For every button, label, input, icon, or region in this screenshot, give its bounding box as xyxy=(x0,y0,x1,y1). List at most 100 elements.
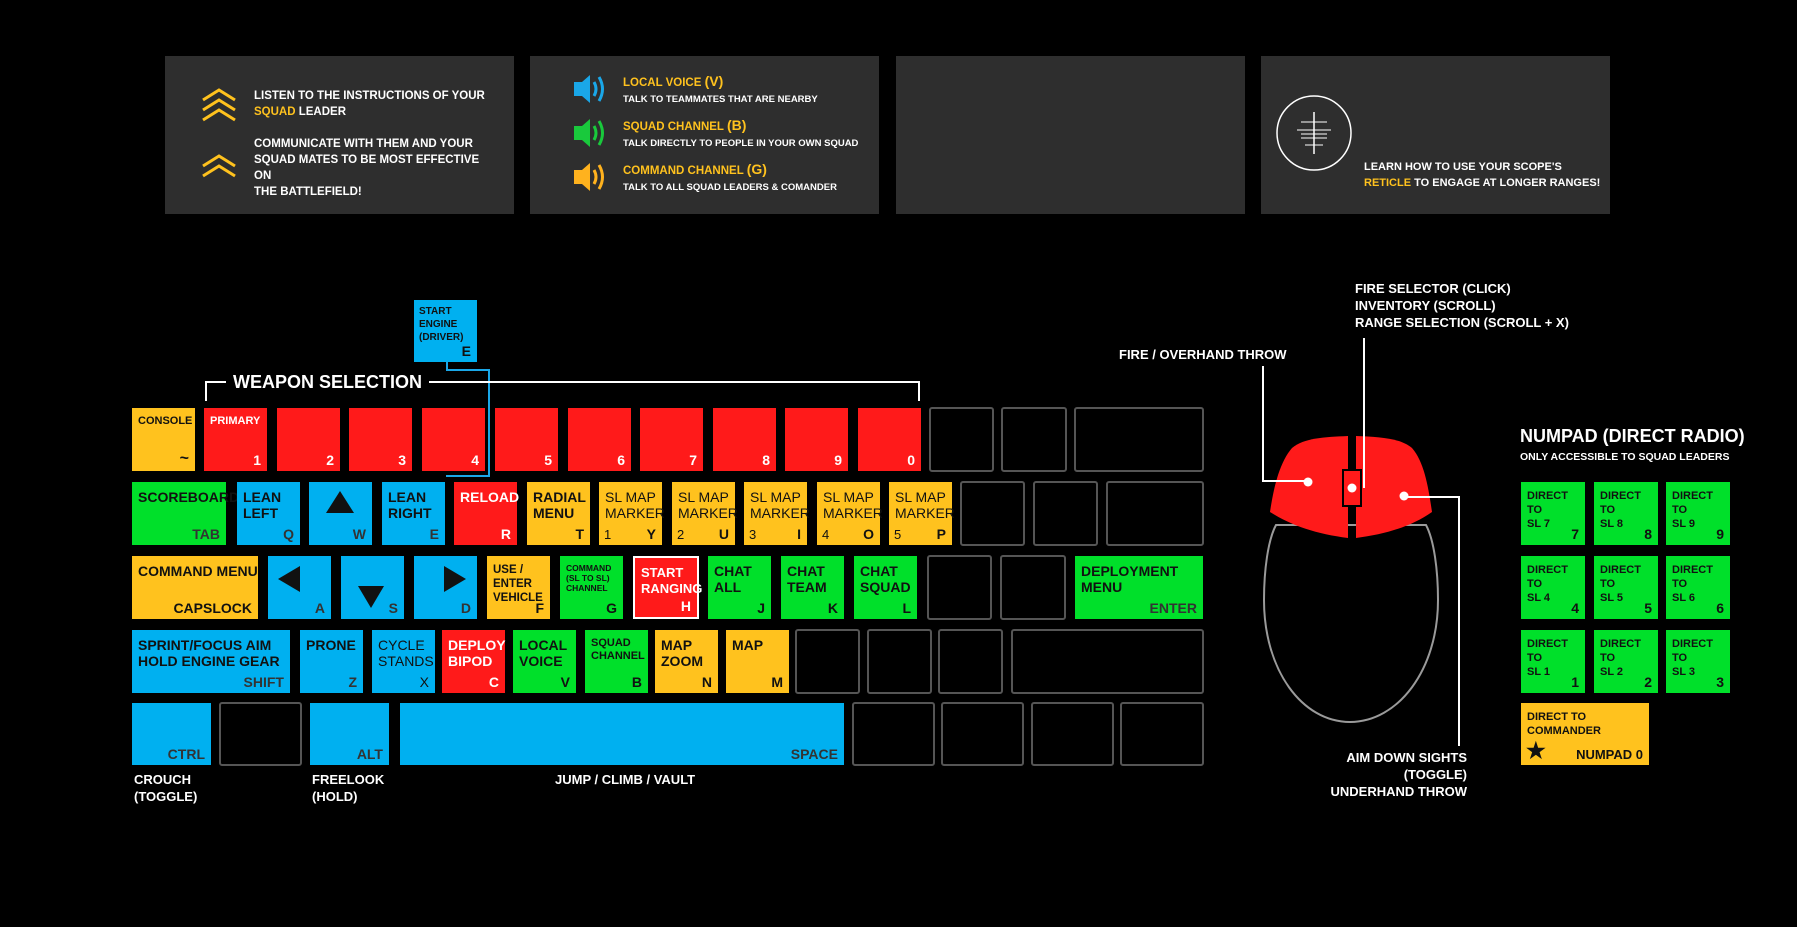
jump-label: JUMP / CLIMB / VAULT xyxy=(555,772,696,787)
squad-channel-key[interactable]: SQUAD CHANNEL B xyxy=(585,630,648,693)
prone-key[interactable]: PRONE Z xyxy=(300,630,363,693)
voice-title: LOCAL VOICE xyxy=(623,77,702,89)
scoreboard-key[interactable]: SCOREBOARD TAB xyxy=(132,482,239,545)
key-label: USE / ENTER VEHICLE xyxy=(493,564,543,604)
key-cap: ALT xyxy=(356,746,383,762)
key-cap: C xyxy=(488,674,499,690)
key-cap: 3 xyxy=(398,452,406,468)
cycle-stands-key[interactable]: CYCLE STANDS X xyxy=(372,630,435,693)
chat-all-key[interactable]: CHAT ALL J xyxy=(708,556,771,619)
unassigned-key[interactable] xyxy=(1033,481,1098,546)
move-back-key[interactable]: S xyxy=(341,556,404,619)
backslash-key[interactable] xyxy=(1106,481,1204,546)
numpad-6-key[interactable]: DIRECT TO SL 6 6 xyxy=(1666,556,1730,619)
lean-left-key[interactable]: LEAN LEFT Q xyxy=(237,482,300,545)
weapon-0-key[interactable]: 0 xyxy=(858,408,921,471)
start-ranging-key[interactable]: START RANGING H xyxy=(633,556,702,619)
unassigned-key[interactable] xyxy=(1000,555,1066,620)
move-right-key[interactable]: D xyxy=(414,556,477,619)
weapon-3-key[interactable]: 3 xyxy=(349,408,412,471)
alt-key[interactable]: ALT xyxy=(310,703,389,765)
marker-number: 4 xyxy=(822,527,830,542)
numpad-4-key[interactable]: DIRECT TO SL 4 4 xyxy=(1521,556,1585,619)
unassigned-key[interactable] xyxy=(938,629,1003,694)
squad-line1-end: LEADER xyxy=(298,106,347,118)
unassigned-key[interactable] xyxy=(795,629,860,694)
command-channel-key[interactable]: COMMAND (SL TO SL) CHANNEL G xyxy=(560,556,623,619)
mouse-icon xyxy=(1262,436,1440,724)
key-label: RADIAL MENU xyxy=(533,489,586,521)
unassigned-key[interactable] xyxy=(929,407,994,472)
start-engine-key[interactable]: START ENGINE (DRIVER) E xyxy=(414,300,477,362)
backspace-key[interactable] xyxy=(1074,407,1204,472)
voice-desc: TALK DIRECTLY TO PEOPLE IN YOUR OWN SQUA… xyxy=(623,138,859,149)
weapon-5-key[interactable]: 5 xyxy=(495,408,558,471)
key-cap: P xyxy=(936,526,946,542)
key-label: MAP ZOOM xyxy=(661,637,703,669)
engine-connector xyxy=(488,369,490,477)
numpad-8-key[interactable]: DIRECT TO SL 8 8 xyxy=(1594,482,1658,545)
weapon-9-key[interactable]: 9 xyxy=(785,408,848,471)
voice-hotkey: (G) xyxy=(746,161,767,177)
lean-right-key[interactable]: LEAN RIGHT E xyxy=(382,482,445,545)
space-key[interactable]: SPACE xyxy=(400,703,844,765)
weapon-7-key[interactable]: 7 xyxy=(640,408,703,471)
key-label: CYCLE STANDS xyxy=(378,637,434,669)
move-left-key[interactable]: A xyxy=(268,556,331,619)
local-voice-key[interactable]: LOCAL VOICE V xyxy=(513,630,576,693)
unassigned-key[interactable] xyxy=(960,481,1025,546)
private-chevron-icon xyxy=(202,154,236,178)
sl-map-marker-1-key[interactable]: SL MAP MARKER 1 Y xyxy=(599,482,665,545)
key-label: CHAT SQUAD xyxy=(860,563,911,595)
numpad-9-key[interactable]: DIRECT TO SL 9 9 xyxy=(1666,482,1730,545)
primary-weapon-key[interactable]: PRIMARY 1 xyxy=(204,408,267,471)
command-menu-key[interactable]: COMMAND MENU CAPSLOCK xyxy=(132,556,258,619)
numpad-1-key[interactable]: DIRECT TO SL 1 1 xyxy=(1521,630,1585,693)
map-key[interactable]: MAP M xyxy=(726,630,789,693)
move-forward-key[interactable]: W xyxy=(309,482,372,545)
scope-highlight: RETICLE xyxy=(1364,177,1412,189)
unassigned-key[interactable] xyxy=(1120,702,1204,766)
key-label: COMMAND (SL TO SL) CHANNEL xyxy=(566,563,612,593)
weapon-bracket xyxy=(205,381,207,401)
console-key[interactable]: CONSOLE ~ xyxy=(132,408,195,471)
weapon-6-key[interactable]: 6 xyxy=(568,408,631,471)
chat-team-key[interactable]: CHAT TEAM K xyxy=(781,556,844,619)
map-zoom-key[interactable]: MAP ZOOM N xyxy=(655,630,718,693)
deploy-bipod-key[interactable]: DEPLOY BIPOD C xyxy=(442,630,506,693)
key-cap: CAPSLOCK xyxy=(173,600,252,616)
unassigned-key[interactable] xyxy=(852,702,935,766)
key-label: PRIMARY xyxy=(210,415,261,427)
weapon-4-key[interactable]: 4 xyxy=(422,408,485,471)
fire-label: FIRE / OVERHAND THROW xyxy=(1119,347,1287,362)
deployment-menu-key[interactable]: DEPLOYMENT MENU ENTER xyxy=(1075,556,1203,619)
numpad-5-key[interactable]: DIRECT TO SL 5 5 xyxy=(1594,556,1658,619)
chat-squad-key[interactable]: CHAT SQUAD L xyxy=(854,556,917,619)
unassigned-key[interactable] xyxy=(867,629,932,694)
ctrl-key[interactable]: CTRL xyxy=(132,703,211,765)
key-cap: A xyxy=(314,600,325,616)
use-enter-vehicle-key[interactable]: USE / ENTER VEHICLE F xyxy=(487,556,550,619)
sl-map-marker-3-key[interactable]: SL MAP MARKER 3 I xyxy=(744,482,810,545)
unassigned-key[interactable] xyxy=(941,702,1024,766)
weapon-2-key[interactable]: 2 xyxy=(277,408,340,471)
right-shift-key[interactable] xyxy=(1011,629,1204,694)
windows-key[interactable] xyxy=(219,702,302,766)
sprint-key[interactable]: SPRINT/FOCUS AIM HOLD ENGINE GEAR SHIFT xyxy=(132,630,290,693)
sl-map-marker-2-key[interactable]: SL MAP MARKER 2 U xyxy=(672,482,738,545)
sl-map-marker-5-key[interactable]: SL MAP MARKER 5 P xyxy=(889,482,955,545)
unassigned-key[interactable] xyxy=(927,555,992,620)
key-cap: 4 xyxy=(471,452,479,468)
numpad-7-key[interactable]: DIRECT TO SL 7 7 xyxy=(1521,482,1585,545)
key-cap: O xyxy=(863,526,874,542)
sl-map-marker-4-key[interactable]: SL MAP MARKER 4 O xyxy=(817,482,883,545)
reload-key[interactable]: RELOAD R xyxy=(454,482,519,545)
numpad-2-key[interactable]: DIRECT TO SL 2 2 xyxy=(1594,630,1658,693)
numpad-3-key[interactable]: DIRECT TO SL 3 3 xyxy=(1666,630,1730,693)
unassigned-key[interactable] xyxy=(1031,702,1114,766)
key-cap: 1 xyxy=(1571,674,1579,690)
weapon-8-key[interactable]: 8 xyxy=(713,408,776,471)
radial-menu-key[interactable]: RADIAL MENU T xyxy=(527,482,590,545)
numpad-0-key[interactable]: DIRECT TO COMMANDER ★ NUMPAD 0 xyxy=(1521,703,1649,765)
unassigned-key[interactable] xyxy=(1001,407,1067,472)
